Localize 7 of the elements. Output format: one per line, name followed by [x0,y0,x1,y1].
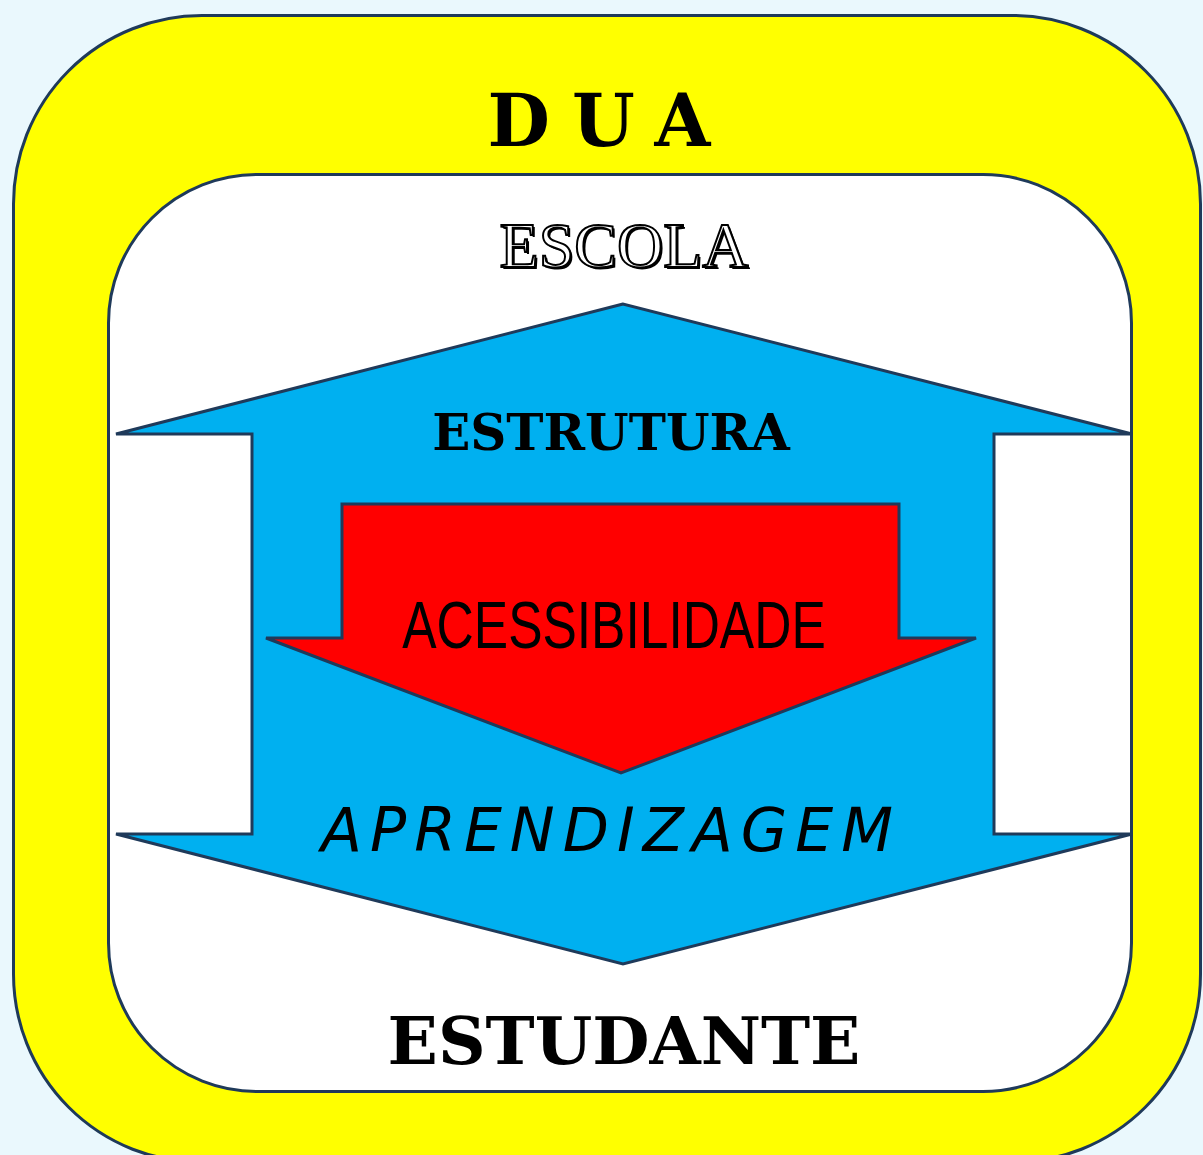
outer-panel [12,14,1202,1155]
heading-text: ESTUDANTE [387,1008,861,1074]
title-text: DUA [487,85,733,157]
heading-text: ESTRUTURA [432,408,790,458]
inner-panel [107,173,1133,1093]
heading-text: ESCOLA [499,214,749,278]
label-text: ACESSIBILIDADE [402,592,826,658]
